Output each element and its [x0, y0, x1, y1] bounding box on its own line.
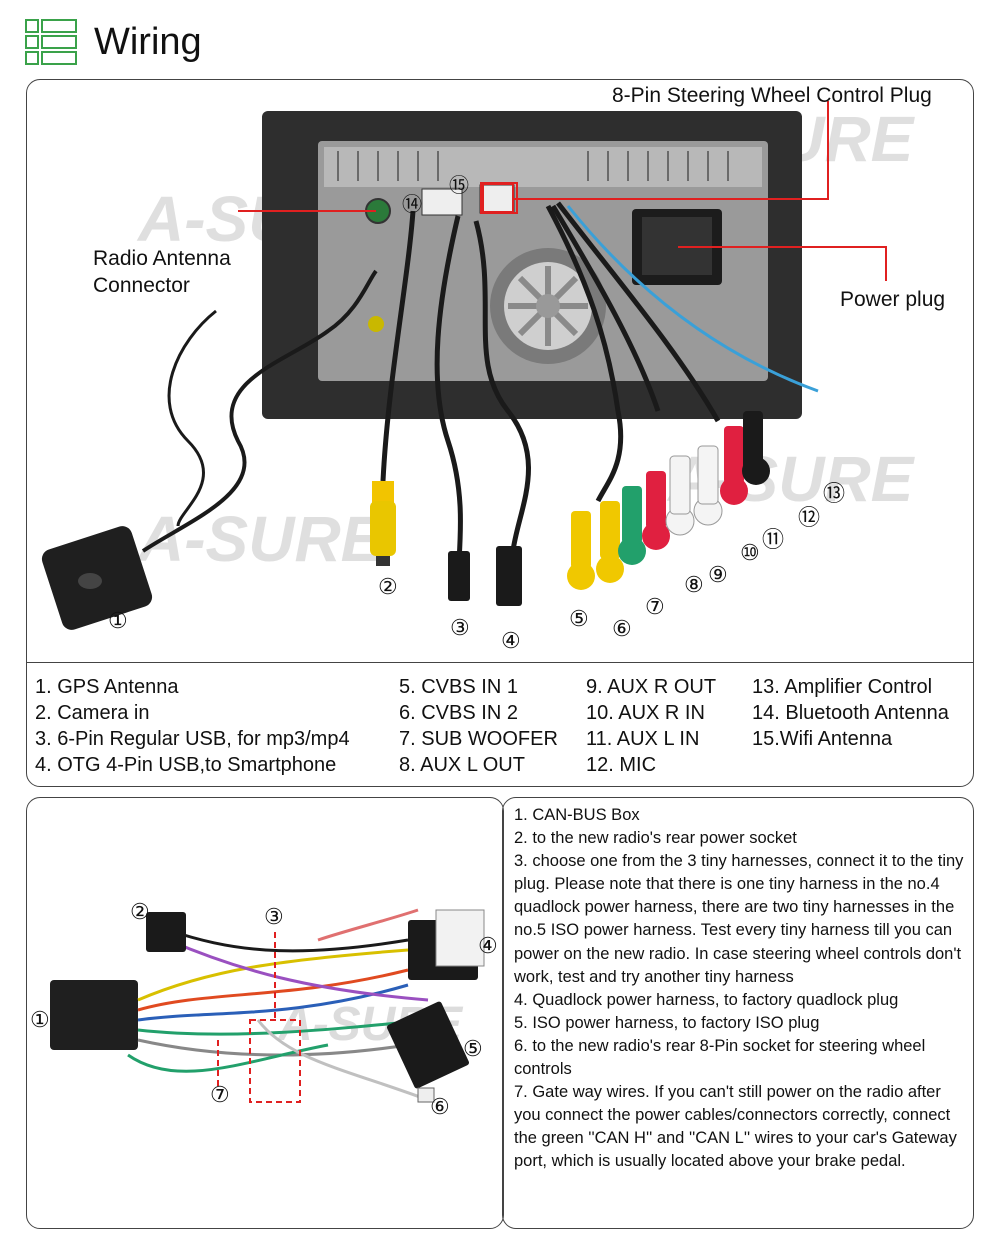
legend-item: 3. 6-Pin Regular USB, for mp3/mp4 [35, 728, 350, 750]
legend-item: 9. AUX R OUT [586, 676, 717, 698]
marker-4: ④ [501, 628, 521, 653]
legend-item: 14. Bluetooth Antenna [752, 702, 949, 724]
legend-column-2: 5. CVBS IN 1 6. CVBS IN 2 7. SUB WOOFER … [399, 674, 558, 778]
legend-item: 5. CVBS IN 1 [399, 676, 518, 698]
harness-panel [26, 797, 504, 1229]
note-item: 6. to the new radio's rear 8-Pin socket … [514, 1036, 926, 1079]
marker-7: ⑦ [645, 594, 665, 619]
marker-13: ⑬ [823, 481, 846, 506]
harness-notes: 1. CAN-BUS Box 2. to the new radio's rea… [514, 804, 970, 1174]
note-item: 5. ISO power harness, to factory ISO plu… [514, 1013, 820, 1032]
legend-column-1: 1. GPS Antenna 2. Camera in 3. 6-Pin Reg… [35, 674, 350, 778]
note-item: 2. to the new radio's rear power socket [514, 829, 797, 848]
marker-6: ⑥ [612, 616, 632, 641]
legend-column-3: 9. AUX R OUT 10. AUX R IN 11. AUX L IN 1… [586, 674, 716, 778]
list-icon [25, 19, 77, 65]
harness-illustration: A-SURE [50, 908, 485, 1103]
harness-marker-4: ④ [478, 933, 498, 958]
legend-item: 11. AUX L IN [586, 728, 700, 750]
legend-item: 8. AUX L OUT [399, 754, 525, 776]
note-item: 3. choose one from the 3 tiny harnesses,… [514, 852, 964, 986]
marker-1: ① [108, 608, 128, 633]
harness-marker-6: ⑥ [430, 1094, 450, 1119]
legend-item: 15.Wifi Antenna [752, 728, 893, 750]
power-plug-label: Power plug [840, 288, 946, 311]
wiring-diagram-panel [26, 79, 974, 787]
steering-plug-label: 8-Pin Steering Wheel Control Plug [612, 84, 932, 107]
marker-9: ⑨ [708, 562, 728, 587]
note-item: 1. CAN-BUS Box [514, 806, 640, 824]
marker-5: ⑤ [569, 606, 589, 631]
harness-marker-1: ① [30, 1007, 50, 1032]
marker-2: ② [378, 574, 398, 599]
harness-marker-3: ③ [264, 904, 284, 929]
legend-item: 4. OTG 4-Pin USB,to Smartphone [35, 754, 337, 776]
marker-10: ⑩ [740, 540, 760, 565]
harness-marker-5: ⑤ [463, 1036, 483, 1061]
harness-marker-2: ② [130, 899, 150, 924]
legend-item: 6. CVBS IN 2 [399, 702, 518, 724]
marker-11: ⑪ [762, 527, 785, 552]
harness-marker-7: ⑦ [210, 1082, 230, 1107]
marker-12: ⑫ [798, 505, 821, 530]
legend-item: 10. AUX R IN [586, 702, 705, 724]
note-item: 7. Gate way wires. If you can't still po… [514, 1083, 957, 1171]
legend-item: 7. SUB WOOFER [399, 728, 558, 750]
antenna-label-line2: Connector [93, 274, 190, 297]
marker-3: ③ [450, 615, 470, 640]
marker-15: ⑮ [449, 175, 469, 197]
legend-item: 13. Amplifier Control [752, 676, 933, 698]
marker-8: ⑧ [684, 572, 704, 597]
legend-divider [26, 662, 974, 663]
legend-column-4: 13. Amplifier Control 14. Bluetooth Ante… [752, 674, 949, 752]
antenna-label-line1: Radio Antenna [93, 247, 231, 270]
legend-item: 1. GPS Antenna [35, 676, 179, 698]
legend-item: 12. MIC [586, 754, 657, 776]
note-item: 4. Quadlock power harness, to factory qu… [514, 990, 899, 1009]
page-title: Wiring [94, 21, 202, 63]
notes-panel [502, 797, 974, 1229]
legend-item: 2. Camera in [35, 702, 150, 724]
marker-14: ⑭ [402, 194, 422, 216]
head-unit-rear-illustration: A-SURE A-SURE A-SURE A-SURE [41, 101, 916, 630]
svg-text:A-SURE: A-SURE [136, 503, 386, 575]
